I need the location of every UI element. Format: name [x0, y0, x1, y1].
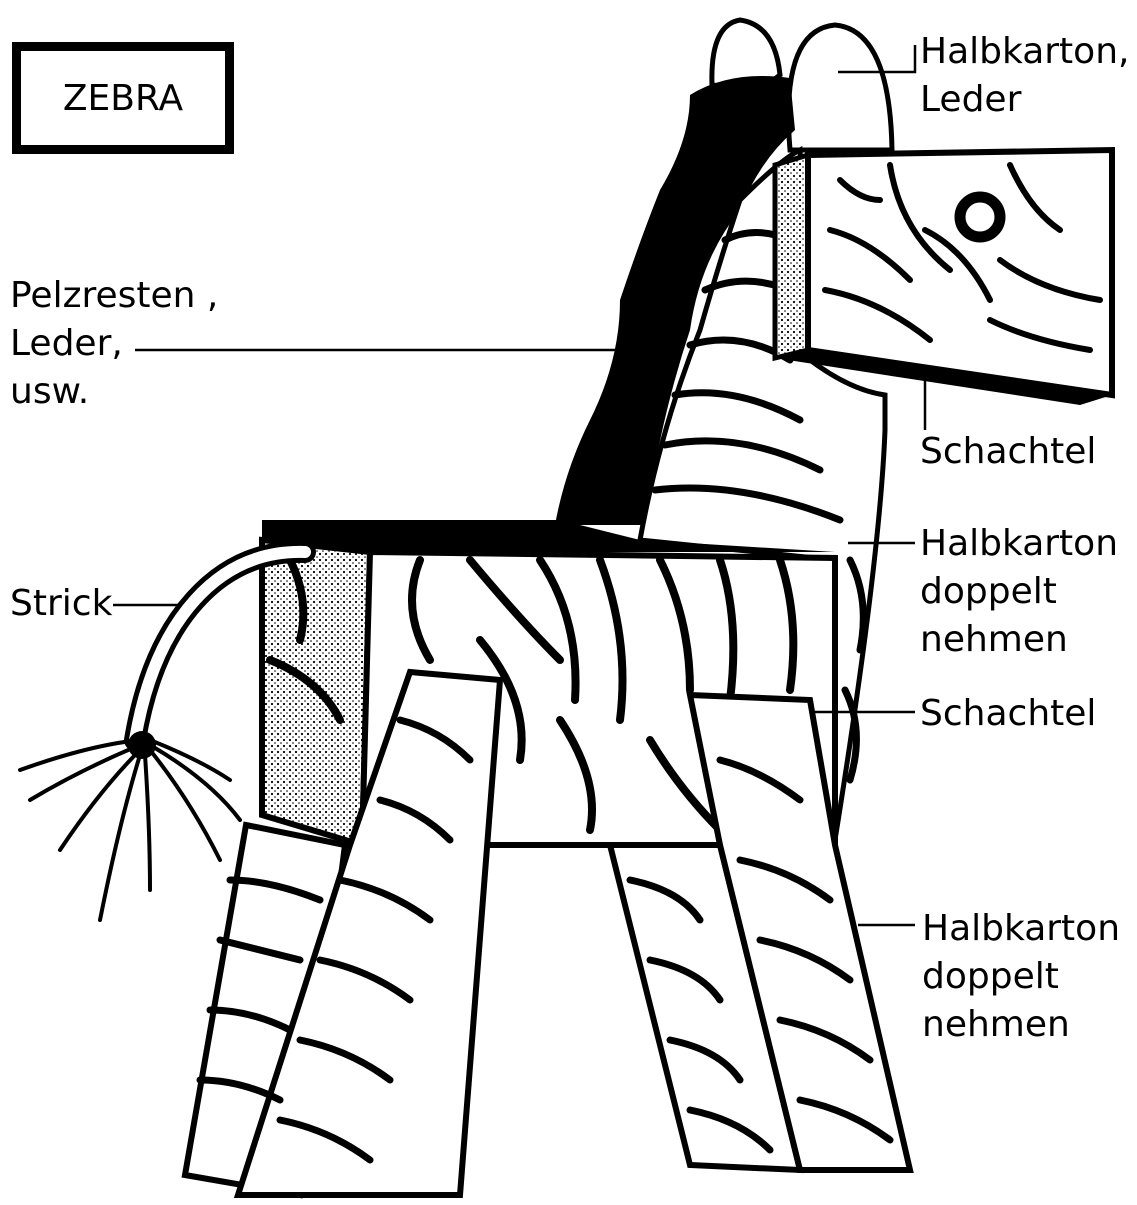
label-ears: Halbkarton, Leder	[920, 28, 1129, 124]
head-side	[775, 155, 808, 358]
label-legs: Halbkarton doppelt nehmen	[922, 905, 1120, 1049]
tail-tuft	[20, 740, 240, 920]
label-body: Schachtel	[920, 690, 1096, 738]
label-tail: Strick	[10, 580, 112, 628]
diagram-title: ZEBRA	[12, 42, 234, 154]
label-head: Schachtel	[920, 428, 1096, 476]
ear-right	[788, 25, 892, 150]
label-neck: Halbkarton doppelt nehmen	[920, 520, 1118, 664]
label-mane: Pelzresten , Leder, usw.	[10, 272, 218, 416]
